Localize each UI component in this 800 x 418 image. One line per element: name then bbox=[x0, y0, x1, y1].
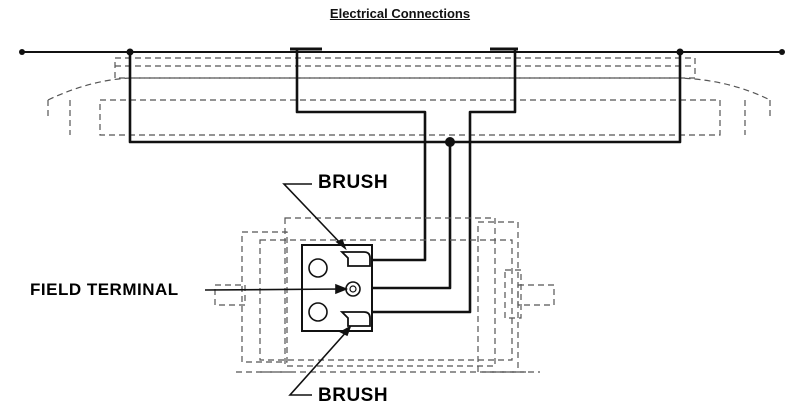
overhead-wire bbox=[19, 47, 785, 56]
car-body-outline bbox=[47, 57, 771, 136]
junction-dot bbox=[445, 137, 455, 147]
brush-label-bottom: BRUSH bbox=[318, 385, 389, 406]
field-terminal-label: FIELD TERMINAL bbox=[30, 280, 179, 299]
motor-outline bbox=[214, 217, 555, 373]
diagram-title: Electrical Connections bbox=[329, 6, 471, 21]
wiring bbox=[128, 50, 682, 314]
pointer-lines bbox=[204, 183, 352, 396]
brush-label-top: BRUSH bbox=[318, 172, 389, 193]
terminal-plate bbox=[301, 244, 373, 332]
